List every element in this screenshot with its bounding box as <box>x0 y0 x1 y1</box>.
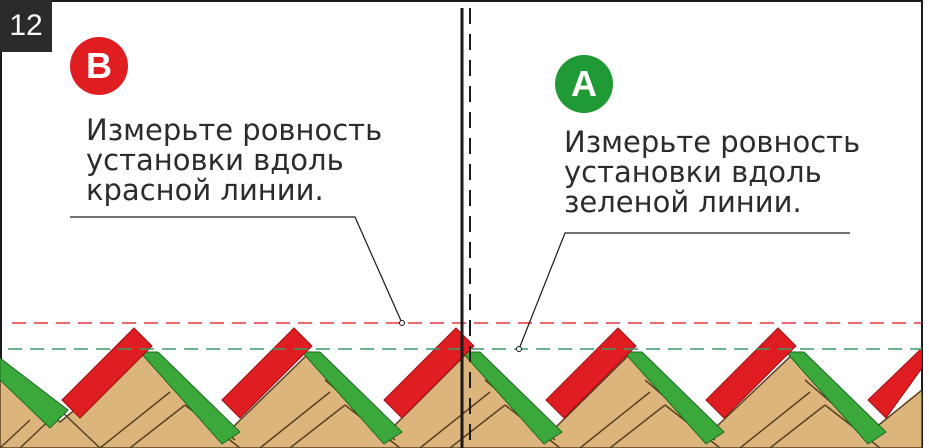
callout-a-leader <box>518 232 850 350</box>
instruction-a-line: зеленой линии. <box>564 185 802 219</box>
instruction-b-line: Измерьте ровность <box>86 113 383 147</box>
step-number: 12 <box>0 0 52 52</box>
instruction-b-line: красной линии. <box>86 173 324 207</box>
callout-a-dot <box>516 346 522 352</box>
badge-b: B <box>70 37 128 95</box>
red-planks <box>61 327 922 419</box>
callout-b-dot <box>399 320 405 326</box>
herringbone-floor <box>0 327 922 448</box>
green-planks <box>0 351 887 445</box>
instruction-a-line: установки вдоль <box>564 155 822 189</box>
instruction-b-line: установки вдоль <box>86 143 344 177</box>
badge-a: A <box>555 55 613 113</box>
callout-b-leader <box>70 216 403 324</box>
instruction-a-line: Измерьте ровность <box>564 125 861 159</box>
instruction-b-text: Измерьте ровность установки вдоль красно… <box>86 115 382 205</box>
instruction-a-text: Измерьте ровность установки вдоль зелено… <box>564 127 860 217</box>
